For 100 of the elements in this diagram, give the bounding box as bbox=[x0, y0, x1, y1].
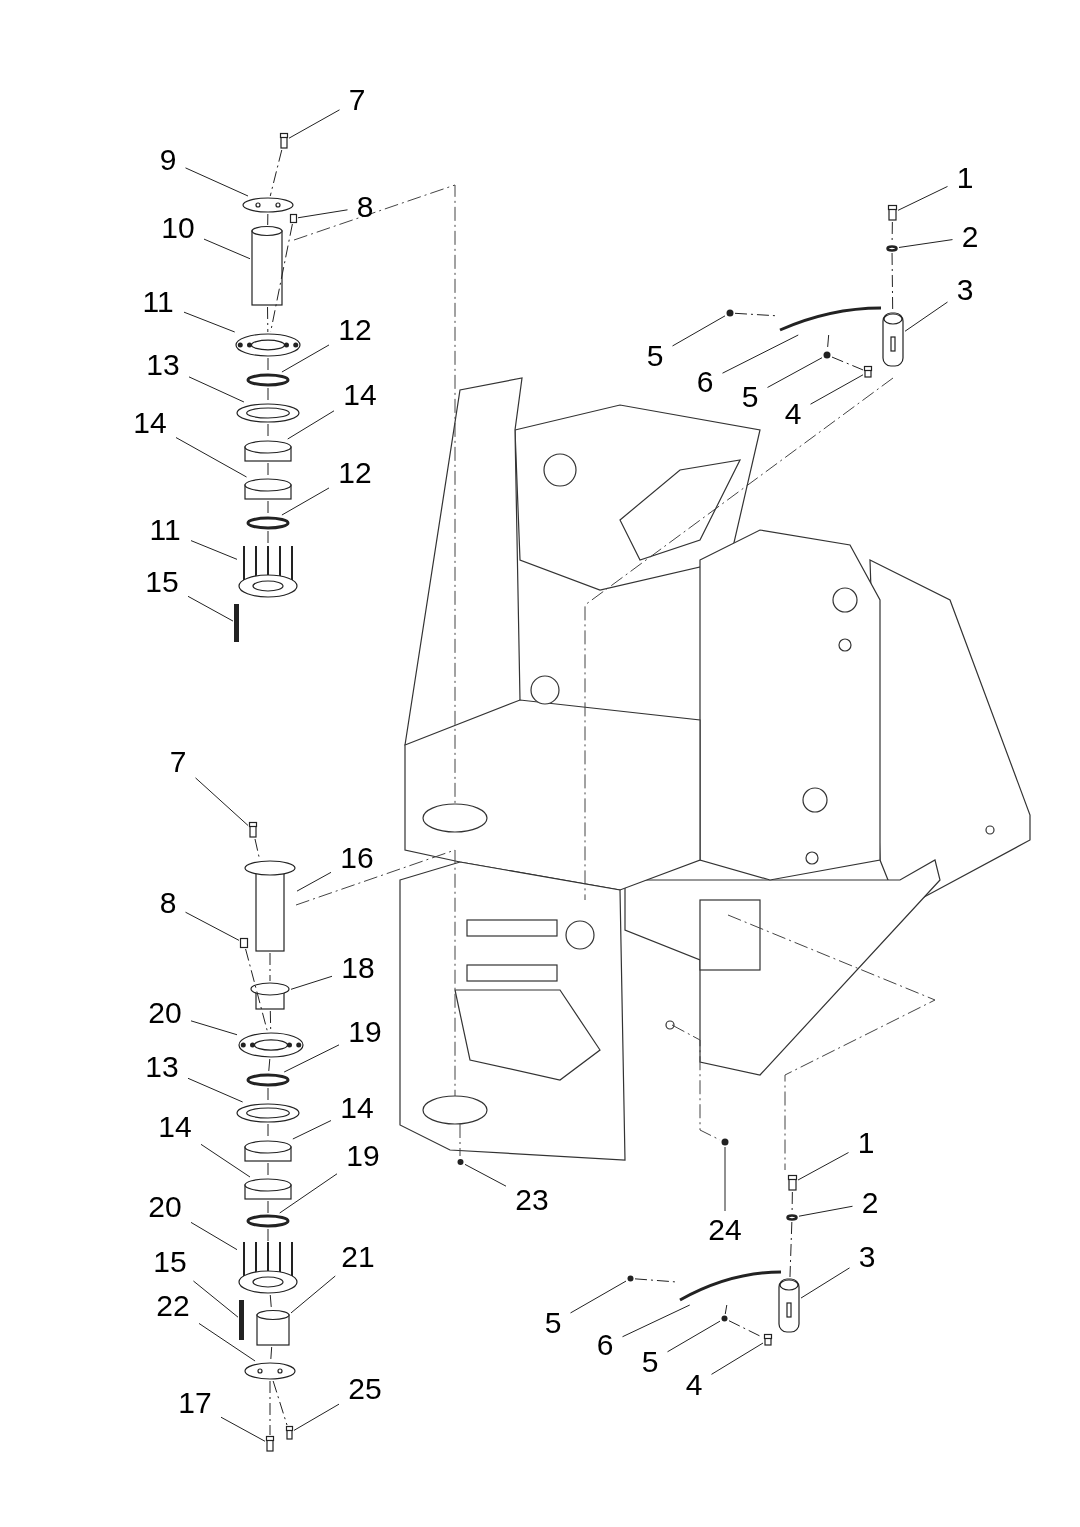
center-line bbox=[267, 306, 269, 333]
leader-line bbox=[188, 376, 245, 403]
bearing-drawing bbox=[244, 478, 292, 500]
center-line bbox=[267, 1228, 269, 1242]
callout-number: 6 bbox=[696, 367, 714, 397]
leader-line bbox=[570, 1280, 627, 1314]
leader-line bbox=[797, 1152, 849, 1181]
leader-line bbox=[464, 1163, 507, 1187]
center-line bbox=[267, 1200, 269, 1214]
callout-number: 5 bbox=[641, 1347, 659, 1377]
center-line bbox=[269, 149, 283, 197]
callout-number: 5 bbox=[544, 1308, 562, 1338]
center-line bbox=[724, 1304, 728, 1315]
center-line bbox=[831, 356, 864, 371]
leader-line bbox=[293, 1403, 340, 1431]
center-line bbox=[267, 213, 269, 226]
callout-number: 4 bbox=[685, 1370, 703, 1400]
hub-drawing bbox=[238, 1241, 298, 1294]
flange-drawing bbox=[238, 1032, 304, 1058]
leader-line bbox=[203, 238, 251, 260]
callout-number: 11 bbox=[149, 515, 181, 545]
center-line bbox=[268, 1058, 271, 1073]
callout-number: 12 bbox=[338, 315, 372, 345]
pin-drawing bbox=[778, 1278, 800, 1333]
center-line bbox=[270, 1346, 273, 1362]
callout-number: 8 bbox=[159, 888, 177, 918]
callout-number: 16 bbox=[340, 843, 374, 873]
fitting-drawing bbox=[721, 1315, 728, 1322]
seal-ring-drawing bbox=[246, 1073, 290, 1087]
bolt-drawing bbox=[887, 204, 898, 221]
leader-line bbox=[187, 595, 234, 622]
leader-line bbox=[810, 374, 864, 405]
rod-drawing bbox=[234, 604, 239, 642]
seal-ring-drawing bbox=[246, 373, 290, 387]
callout-number: 20 bbox=[148, 998, 182, 1028]
callout-number: 19 bbox=[348, 1017, 382, 1047]
callout-number: 1 bbox=[956, 163, 974, 193]
leader-line bbox=[297, 209, 348, 219]
callout-number: 2 bbox=[961, 222, 979, 252]
callout-number: 14 bbox=[340, 1093, 374, 1123]
callout-number: 3 bbox=[858, 1242, 876, 1272]
center-line bbox=[634, 1278, 676, 1283]
center-line bbox=[267, 530, 269, 546]
bolt-drawing bbox=[787, 1174, 798, 1191]
callout-number: 7 bbox=[169, 747, 187, 777]
bearing-drawing bbox=[244, 440, 292, 462]
bearing-drawing bbox=[244, 1178, 292, 1200]
callout-number: 22 bbox=[156, 1291, 190, 1321]
leader-line bbox=[175, 437, 248, 478]
seal-ring-drawing bbox=[246, 1214, 290, 1228]
bolt-drawing bbox=[279, 132, 289, 149]
center-line bbox=[254, 838, 260, 860]
flange-drawing bbox=[235, 333, 301, 357]
callout-number: 3 bbox=[956, 275, 974, 305]
fitting-drawing bbox=[457, 1159, 464, 1165]
callout-number: 12 bbox=[338, 458, 372, 488]
leader-line bbox=[767, 357, 823, 388]
fitting-drawing bbox=[726, 309, 734, 317]
leader-line bbox=[200, 1143, 251, 1178]
center-line bbox=[734, 312, 776, 317]
leader-line bbox=[722, 334, 799, 374]
seal-ring-drawing bbox=[246, 516, 290, 530]
hose-drawing bbox=[779, 306, 882, 332]
callout-number: 11 bbox=[142, 287, 174, 317]
bolt-drawing bbox=[265, 1435, 275, 1452]
gasket-drawing bbox=[236, 403, 300, 423]
center-line bbox=[267, 1162, 269, 1178]
plate-drawing bbox=[242, 197, 294, 213]
rod-drawing bbox=[239, 1300, 244, 1340]
center-line bbox=[269, 952, 271, 982]
callout-number: 14 bbox=[133, 408, 167, 438]
callout-number: 15 bbox=[153, 1247, 187, 1277]
callout-number: 6 bbox=[596, 1330, 614, 1360]
callout-number: 14 bbox=[158, 1112, 192, 1142]
callout-number: 1 bbox=[857, 1128, 875, 1158]
pin-drawing bbox=[882, 312, 904, 367]
callout-number: 10 bbox=[161, 213, 195, 243]
hub-drawing bbox=[238, 545, 298, 598]
center-line bbox=[245, 948, 268, 1032]
center-line bbox=[269, 1380, 271, 1436]
leader-line bbox=[185, 167, 249, 197]
callout-number: 19 bbox=[346, 1141, 380, 1171]
bearing-drawing bbox=[244, 1140, 292, 1162]
center-line bbox=[267, 357, 269, 373]
center-line bbox=[789, 1221, 793, 1278]
leader-line bbox=[667, 1320, 721, 1353]
center-line bbox=[269, 1294, 272, 1310]
bolt-drawing bbox=[863, 365, 873, 378]
plate-drawing bbox=[244, 1362, 296, 1380]
flanged-tube-drawing bbox=[244, 860, 296, 952]
callout-number: 20 bbox=[148, 1192, 182, 1222]
callout-number: 14 bbox=[343, 380, 377, 410]
leader-line bbox=[800, 1267, 850, 1299]
leader-line bbox=[190, 1221, 238, 1251]
nut-drawing bbox=[239, 937, 249, 949]
leader-line bbox=[190, 1020, 238, 1036]
leader-line bbox=[183, 311, 236, 333]
center-line bbox=[267, 387, 269, 403]
callout-number: 18 bbox=[341, 953, 375, 983]
leader-line bbox=[195, 777, 249, 826]
